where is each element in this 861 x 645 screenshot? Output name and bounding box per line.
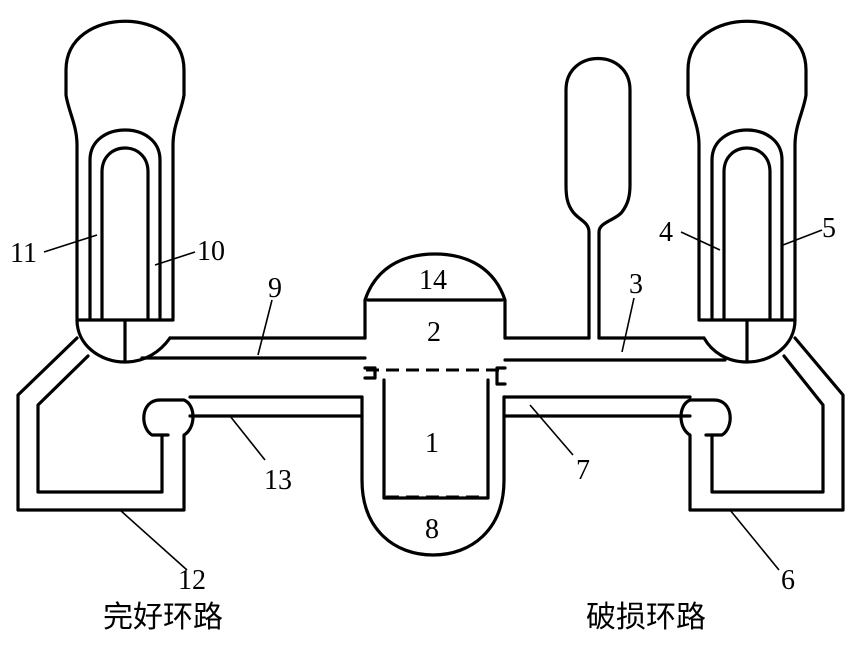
caption-broken-loop: 破损环路 <box>586 600 706 635</box>
label-8: 8 <box>425 514 439 545</box>
label-2: 2 <box>427 317 441 348</box>
label-14: 14 <box>419 265 447 296</box>
label-5: 5 <box>822 213 836 244</box>
label-7: 7 <box>576 455 590 486</box>
label-9: 9 <box>268 273 282 304</box>
label-4: 4 <box>659 217 673 248</box>
label-3: 3 <box>629 269 643 300</box>
pressurizer <box>564 57 632 340</box>
caption-intact-loop: 完好环路 <box>103 600 223 635</box>
label-11: 11 <box>10 238 37 269</box>
reactor-vessel <box>360 252 507 557</box>
crossover-leg-broken <box>679 336 845 512</box>
vessel-dome <box>363 252 507 340</box>
label-6: 6 <box>781 565 795 596</box>
vessel-bottom <box>360 478 506 557</box>
hot-leg-broken <box>503 336 727 362</box>
label-1: 1 <box>425 428 439 459</box>
cold-leg-intact <box>188 395 364 418</box>
steam-generator-intact <box>64 19 186 364</box>
leader-lines <box>43 229 823 571</box>
label-10: 10 <box>197 236 225 267</box>
cold-leg-broken <box>502 395 692 418</box>
hot-leg-intact <box>140 336 367 360</box>
label-13: 13 <box>264 465 292 496</box>
label-12: 12 <box>178 565 206 596</box>
crossover-leg-intact <box>16 336 195 512</box>
steam-generator-broken <box>686 19 808 364</box>
